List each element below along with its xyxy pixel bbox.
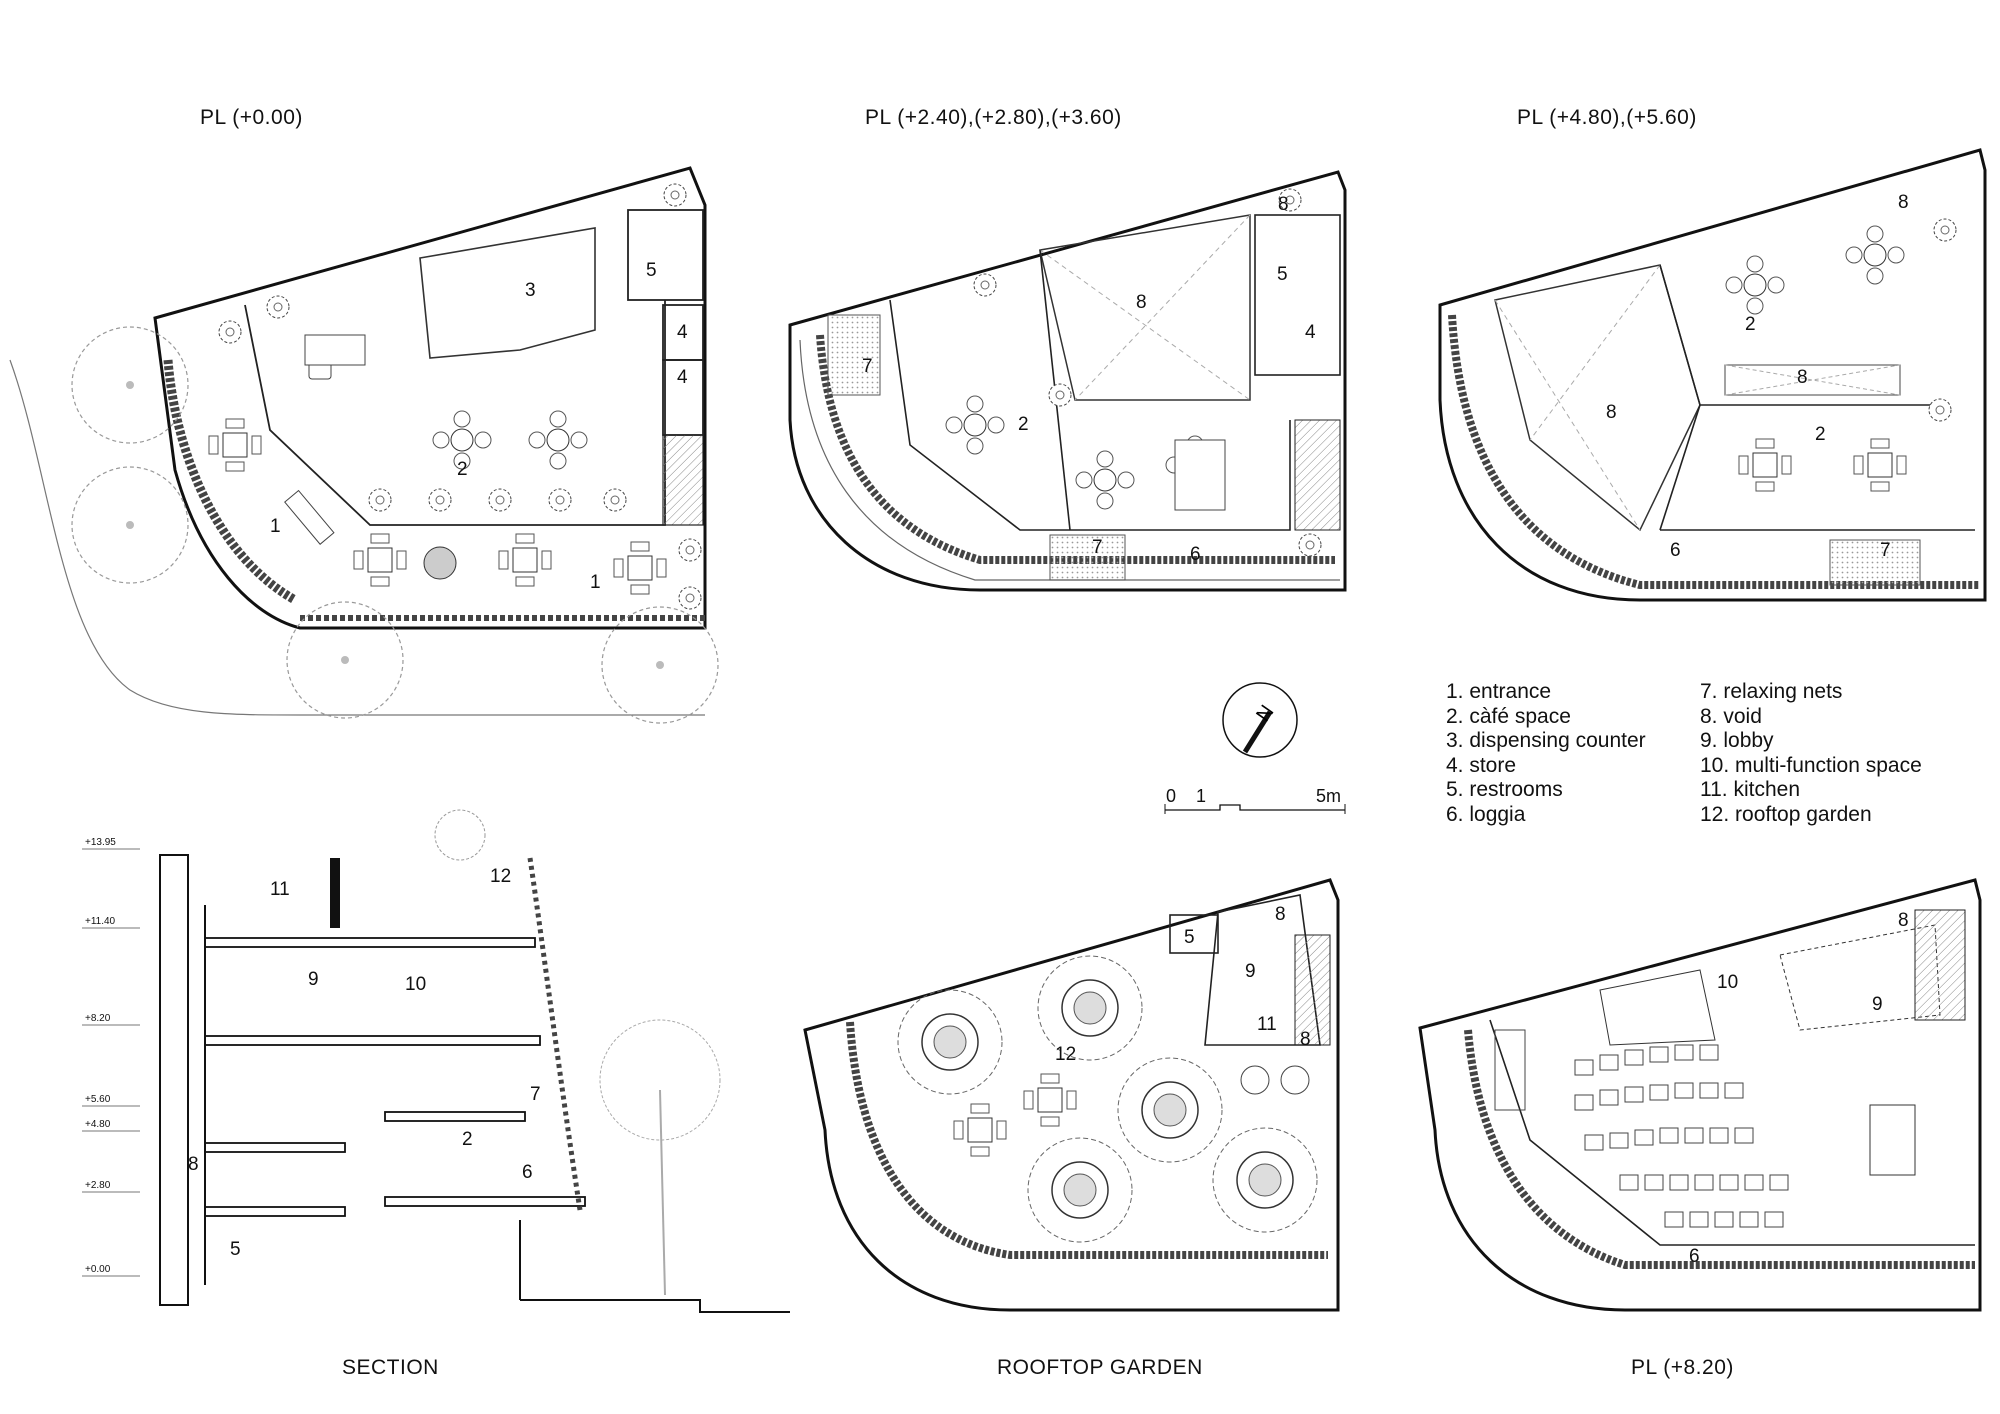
legend-item: 9. lobby — [1700, 729, 1774, 752]
room-number: 8 — [1606, 402, 1617, 423]
legend-column-1: 1. entrance 2. càfé space 3. dispensing … — [1446, 680, 1646, 827]
building-section: +13.95 +11.40 +8.20 +5.60 +4.80 +2.80 +0… — [82, 809, 790, 1313]
room-number: 11 — [1257, 1014, 1277, 1035]
scale-label-1: 1 — [1196, 786, 1207, 806]
room-number: 12 — [1055, 1044, 1076, 1065]
room-number: 7 — [530, 1084, 541, 1105]
room-number: 5 — [1277, 264, 1288, 285]
legend-item: 7. relaxing nets — [1700, 680, 1843, 703]
ground-floor-plan: 1 1 2 3 4 4 5 — [9, 166, 719, 724]
room-number: 2 — [462, 1129, 473, 1150]
legend-item: 1. entrance — [1446, 680, 1552, 703]
room-number: 5 — [1184, 927, 1195, 948]
north-arrow-icon: N — [1222, 682, 1298, 758]
legend-item: 11. kitchen — [1700, 778, 1801, 801]
elevation-label: +4.80 — [85, 1119, 111, 1130]
elevation-label: +8.20 — [85, 1013, 111, 1024]
room-number: 6 — [1670, 540, 1681, 561]
room-number: 5 — [646, 260, 657, 281]
room-number: 4 — [1305, 322, 1316, 343]
room-number: 1 — [270, 516, 281, 537]
room-number: 5 — [230, 1239, 241, 1260]
room-number: 4 — [677, 367, 688, 388]
room-number: 9 — [308, 969, 319, 990]
room-number: 6 — [1689, 1246, 1700, 1267]
room-number: 7 — [1880, 540, 1891, 561]
room-number: 8 — [1300, 1029, 1311, 1050]
room-number: 9 — [1245, 961, 1256, 982]
section-title: SECTION — [342, 1356, 439, 1379]
legend-item: 8. void — [1700, 704, 1762, 728]
ground-plan-title: PL (+0.00) — [200, 106, 303, 129]
room-number: 8 — [1136, 292, 1147, 313]
level3-floor-plan: 2 2 6 7 8 8 8 — [1438, 148, 1987, 602]
legend-item: 10. multi-function space — [1700, 753, 1922, 777]
level3-plan-title: PL (+4.80),(+5.60) — [1517, 106, 1697, 129]
legend-item: 2. càfé space — [1446, 704, 1571, 728]
room-number: 7 — [862, 356, 873, 377]
room-number: 6 — [1190, 544, 1201, 565]
rooftop-garden-plan: 5 8 8 9 11 12 — [803, 878, 1340, 1312]
room-number: 4 — [677, 322, 688, 343]
legend-column-2: 7. relaxing nets 8. void 9. lobby 10. mu… — [1700, 680, 1922, 827]
room-number: 6 — [522, 1162, 533, 1183]
level4-plan-title: PL (+8.20) — [1631, 1356, 1734, 1379]
room-number: 10 — [1717, 972, 1738, 993]
elevation-markers: +13.95 +11.40 +8.20 +5.60 +4.80 +2.80 +0… — [82, 837, 140, 1277]
room-number: 3 — [525, 280, 536, 301]
scale-label-0: 0 — [1166, 786, 1177, 806]
room-number: 12 — [490, 866, 511, 887]
level2-floor-plan: 2 4 5 6 7 7 8 8 — [788, 170, 1347, 592]
room-number: 8 — [1898, 192, 1909, 213]
room-number: 7 — [1092, 537, 1103, 558]
rooftop-plan-title: ROOFTOP GARDEN — [997, 1356, 1203, 1379]
room-number: 2 — [1018, 414, 1029, 435]
elevation-label: +2.80 — [85, 1180, 111, 1191]
room-number: 8 — [1275, 904, 1286, 925]
room-number: 9 — [1872, 994, 1883, 1015]
legend-item: 4. store — [1446, 753, 1517, 777]
elevation-label: +11.40 — [85, 916, 116, 927]
level2-plan-title: PL (+2.40),(+2.80),(+3.60) — [865, 106, 1122, 129]
room-number: 2 — [1745, 314, 1756, 335]
room-number: 2 — [1815, 424, 1826, 445]
scale-bar — [1164, 804, 1346, 814]
legend-item: 12. rooftop garden — [1700, 802, 1872, 826]
room-number: 2 — [457, 459, 468, 480]
legend-item: 6. loggia — [1446, 802, 1526, 826]
legend-item: 3. dispensing counter — [1446, 729, 1646, 752]
room-number: 8 — [1898, 910, 1909, 931]
elevation-label: +0.00 — [85, 1264, 111, 1275]
room-number: 1 — [590, 572, 601, 593]
room-number: 10 — [405, 974, 426, 995]
room-number: 8 — [188, 1154, 199, 1175]
elevation-label: +5.60 — [85, 1094, 111, 1105]
elevation-label: +13.95 — [85, 837, 116, 848]
scale-label-5m: 5m — [1316, 786, 1342, 806]
room-number: 8 — [1797, 367, 1808, 388]
legend-item: 5. restrooms — [1446, 778, 1563, 801]
north-label: N — [1252, 701, 1278, 725]
room-number: 11 — [270, 879, 290, 900]
level4-floor-plan: 6 8 9 10 — [1418, 878, 1982, 1312]
room-number: 8 — [1278, 194, 1289, 215]
